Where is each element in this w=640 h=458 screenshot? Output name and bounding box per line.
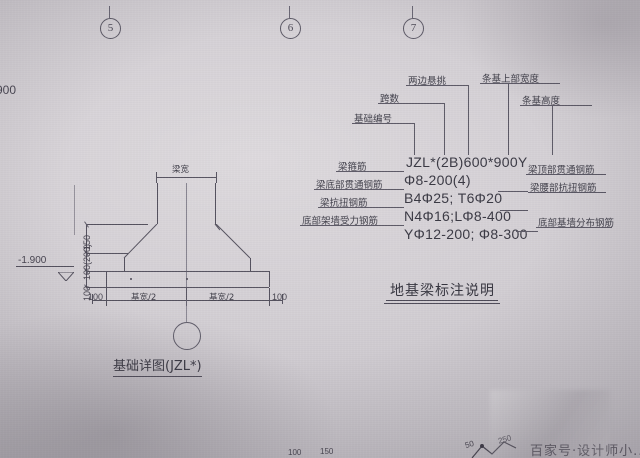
callout-underline — [336, 171, 404, 172]
vdim-ext-2 — [86, 253, 128, 254]
callout-underline — [528, 192, 606, 193]
callout-leader — [444, 103, 445, 155]
callout-label-beam-stirrup: 梁箍筋 — [338, 162, 367, 173]
callout-label-bottom-wall-bars: 底部架墙受力钢筋 — [302, 216, 379, 227]
callout-label-span-count: 跨数 — [380, 94, 400, 105]
stem-right-edge — [215, 183, 216, 224]
code-line-designation: JZL*(2B)600*900Y — [406, 154, 528, 170]
bdim-ext — [106, 288, 107, 306]
bottom-dim-line — [92, 300, 282, 301]
edge-dimension-900: 900 — [0, 83, 17, 97]
callout-underline — [526, 174, 606, 175]
haunch-slopes — [110, 223, 221, 264]
stem-left-edge — [157, 183, 158, 224]
callout-underline — [480, 83, 560, 84]
callout-label-top-through-bars: 梁顶部贯通钢筋 — [528, 165, 595, 176]
grid-bubble-5: 5 — [100, 18, 121, 39]
watermark: 百家号·设计师小... — [530, 444, 640, 458]
bdim-text-100-left: 100 — [88, 292, 104, 302]
top-width-dim-line — [156, 177, 216, 178]
bdim-text-half-right: 基宽/2 — [209, 293, 235, 303]
dim-tick — [216, 172, 217, 183]
haunch-end-left — [124, 258, 125, 271]
legend-title: 地基梁标注说明 — [390, 283, 495, 299]
grid-bubble-stem — [412, 6, 413, 18]
bdim-text-half-left: 基宽/2 — [131, 293, 157, 303]
bdim-ext-far-left — [92, 294, 93, 304]
rebar-dot — [130, 278, 132, 280]
callout-leader — [552, 105, 553, 155]
code-line-stirrup: Φ8-200(4) — [404, 172, 471, 188]
callout-underline — [314, 189, 404, 190]
vdim-text-100-200: 100(200) — [82, 243, 92, 280]
haunch-slope-right — [210, 223, 270, 266]
bdim-ext-center — [186, 288, 187, 306]
callout-underline — [352, 123, 414, 124]
elevation-triangle-icon — [56, 266, 76, 285]
callout-label-torsion-bars: 梁抗扭钢筋 — [320, 198, 368, 209]
callout-underline — [300, 225, 404, 226]
grid-bubble-6: 6 — [280, 18, 301, 39]
haunch-end-right — [250, 258, 251, 271]
footer-detail-lines — [470, 438, 530, 458]
callout-underline — [406, 85, 468, 86]
foundation-section-detail: 梁宽 -1.900 — [0, 0, 320, 400]
overall-height-dim — [74, 185, 75, 235]
callout-label-bottom-through-bars: 梁底部贯通钢筋 — [316, 180, 383, 191]
base-slab-right — [269, 271, 270, 287]
elevation-line — [16, 266, 74, 267]
detail-caption: 基础详图(JZL*) — [113, 355, 202, 377]
callout-label-top-width: 条基上部宽度 — [482, 74, 540, 85]
base-slab-left — [106, 271, 107, 287]
grid-bubble-7: 7 — [403, 18, 424, 39]
code-line-torsion-bars: N4Φ16;LΦ8-400 — [404, 208, 512, 224]
code-line-bottom-top-bars: B4Φ25; T6Φ20 — [404, 190, 503, 206]
callout-underline — [318, 207, 404, 208]
callout-label-waist-torsion-bars: 梁腰部抗扭钢筋 — [530, 183, 597, 194]
code-line-wall-bars: YΦ12-200; Φ8-300 — [404, 226, 528, 242]
callout-leader — [500, 210, 528, 211]
section-reference-circle — [173, 322, 201, 350]
vdim-ext-1 — [86, 224, 148, 225]
elevation-value: -1.900 — [18, 255, 47, 266]
callout-underline — [378, 103, 444, 104]
vdim-ext-3 — [86, 271, 108, 272]
base-slab-bottom — [106, 287, 269, 288]
vertical-dim-chain — [86, 224, 87, 288]
grid-bubble-stem — [109, 6, 110, 18]
callout-label-bottom-distribution-bars: 底部基墙分布钢筋 — [538, 218, 615, 229]
callout-label-strip-height: 条基高度 — [522, 96, 561, 107]
callout-underline — [520, 105, 592, 106]
callout-leader — [498, 191, 528, 192]
callout-leader — [468, 85, 469, 155]
centerline — [186, 183, 187, 293]
callout-leader — [414, 123, 415, 155]
legend-title-underline-2 — [384, 303, 500, 304]
callout-underline — [536, 227, 612, 228]
dim-tick — [156, 172, 157, 183]
annotation-legend: 两边悬挑 跨数 基础编号 条基上部宽度 条基高度 JZL*(2B)600*900… — [300, 55, 640, 304]
beam-width-label: 梁宽 — [172, 165, 190, 175]
bdim-ext — [269, 288, 270, 306]
callout-leader — [516, 231, 538, 232]
bdim-text-100-right: 100 — [272, 292, 288, 302]
section-ref-stem — [186, 300, 187, 322]
callout-label-foundation-number: 基础编号 — [354, 114, 393, 125]
grid-bubble-stem — [289, 6, 290, 18]
legend-title-underline-1 — [386, 300, 498, 301]
rebar-dot — [186, 278, 188, 280]
base-slab-top — [106, 271, 269, 272]
vdim-ext-4 — [86, 287, 108, 288]
bdim-ext-far-right — [282, 294, 283, 304]
footer-dim-100: 100 — [288, 448, 302, 457]
callout-leader — [508, 83, 509, 155]
callout-label-side-cantilever: 两边悬挑 — [408, 76, 447, 87]
footer-dim-150: 150 — [320, 447, 334, 456]
